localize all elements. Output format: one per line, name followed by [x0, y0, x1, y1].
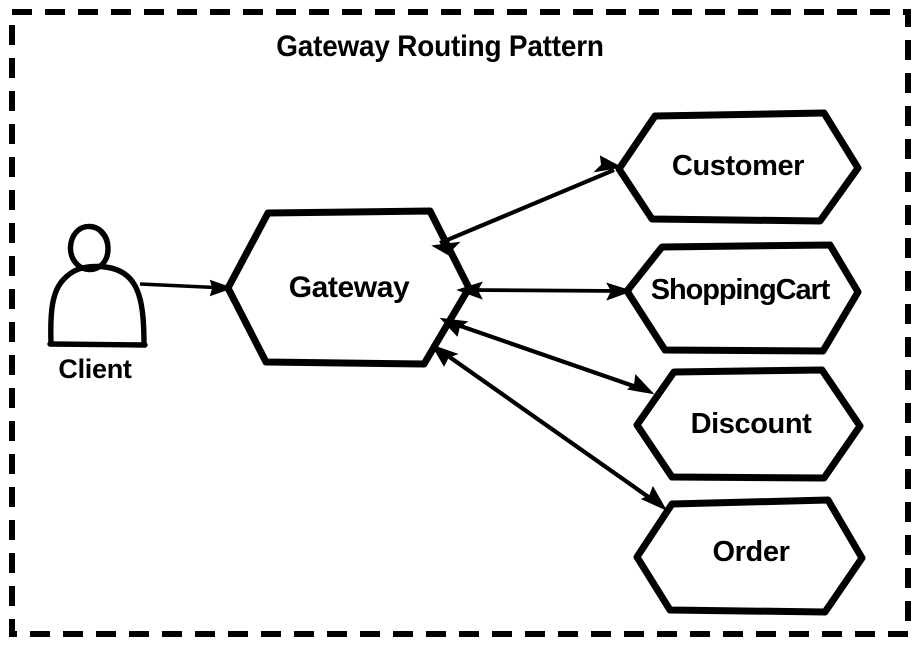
edge-gateway-to-discount-arrowhead-end [626, 373, 655, 395]
edge-gateway-to-customer[interactable] [431, 155, 623, 259]
edge-gateway-to-order-arrowhead-start [431, 344, 459, 367]
client-body-icon [48, 263, 147, 348]
node-discount[interactable] [633, 366, 864, 482]
edge-client-to-gateway[interactable] [139, 279, 234, 297]
node-gateway[interactable] [224, 207, 473, 368]
client-head-icon [67, 223, 111, 273]
node-gateway-shape [224, 207, 473, 368]
client-base-line [47, 341, 148, 348]
edge-gateway-to-shoppingcart[interactable] [456, 281, 633, 301]
node-shoppingcart-shape [623, 241, 862, 355]
edge-gateway-to-customer-arrowhead-end [593, 155, 623, 173]
edge-gateway-to-discount[interactable] [439, 317, 655, 395]
node-discount-shape [633, 366, 864, 482]
edge-client-to-gateway-line [139, 282, 227, 290]
diagram-dashed-border [9, 9, 911, 637]
edge-gateway-to-order-arrowhead-end [640, 485, 668, 511]
client-actor[interactable] [47, 223, 148, 348]
edge-gateway-to-shoppingcart-arrowhead-start [456, 281, 483, 300]
node-customer-shape [615, 109, 862, 225]
edge-gateway-to-customer-line [439, 168, 615, 245]
node-customer[interactable] [615, 109, 862, 225]
edge-gateway-to-shoppingcart-line [466, 288, 623, 293]
edge-gateway-to-discount-arrowhead-start [439, 317, 469, 337]
node-shoppingcart[interactable] [623, 241, 862, 355]
edge-gateway-to-shoppingcart-arrowhead-end [606, 282, 633, 301]
edge-client-to-gateway-arrowhead [209, 279, 234, 297]
node-order-shape [633, 496, 866, 616]
edge-gateway-to-order[interactable] [431, 344, 668, 511]
page-title: Gateway Routing Pattern [276, 30, 604, 63]
node-order[interactable] [633, 496, 866, 616]
edge-gateway-to-discount-line [448, 320, 646, 392]
edge-gateway-to-order-line [439, 349, 659, 505]
edge-gateway-to-customer-arrowhead-start [431, 241, 461, 259]
